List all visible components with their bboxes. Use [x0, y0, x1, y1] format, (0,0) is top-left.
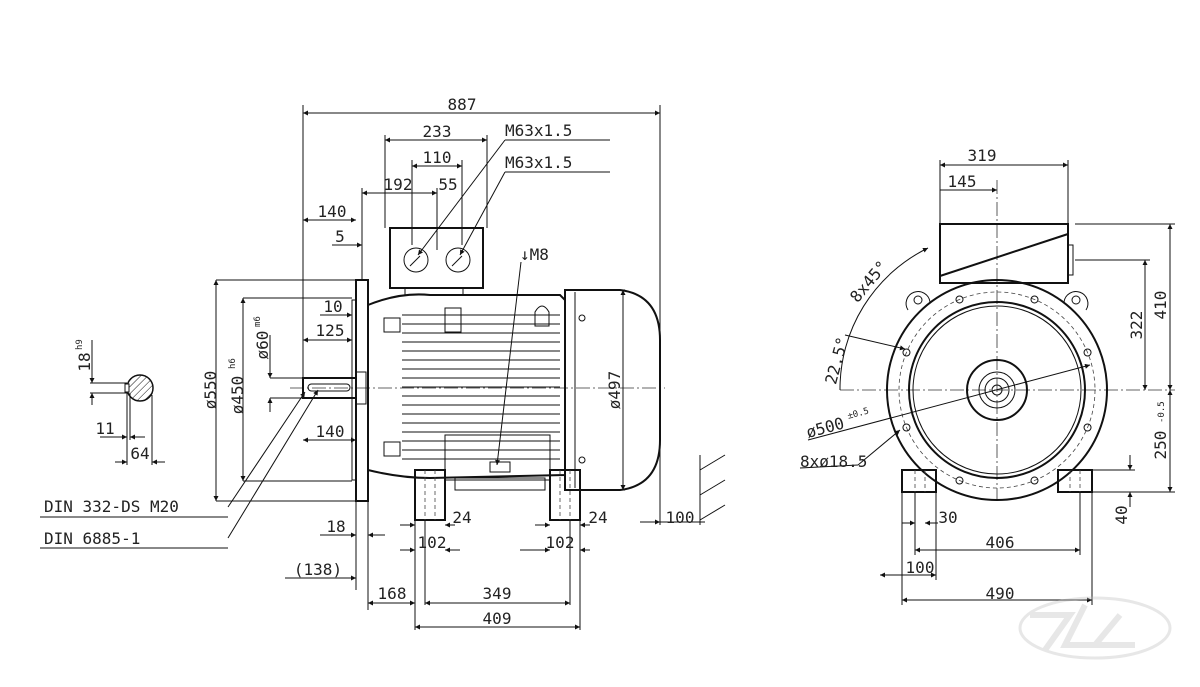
dim-shaft-height: 250 — [1151, 431, 1170, 460]
dim-foot-hole-left: 102 — [418, 533, 447, 552]
watermark-logo — [1018, 596, 1172, 660]
flange-bolt-hole — [1083, 348, 1092, 357]
dim-spigot: 10 — [323, 297, 342, 316]
dim-foot-hole-right: 102 — [546, 533, 575, 552]
end-view: 319 145 322 410 250 -0.5 40 30 406 100 49… — [799, 146, 1175, 605]
dim-overall-length: 887 — [448, 95, 477, 114]
dim-tb-center-offset: 145 — [948, 172, 977, 191]
dim-foot-total: 490 — [986, 584, 1015, 603]
dim-flange-to-tb: 140 — [318, 202, 347, 221]
shaft-height-tolerance: -0.5 — [1157, 401, 1167, 423]
flange-bolt-hole — [1083, 423, 1092, 432]
dim-spigot-d: ø450 — [228, 376, 247, 415]
dim-foot-length: 409 — [483, 609, 512, 628]
dim-tb-offset: 192 — [384, 175, 413, 194]
dim-holes: 8xø18.5 — [800, 452, 867, 471]
dim-foot-hole-distance: 349 — [483, 584, 512, 603]
dim-flange-thickness: 18 — [326, 517, 345, 536]
angle-hole-offset: 22.5° — [821, 335, 852, 386]
dim-foot-hole-spacing: 406 — [986, 533, 1015, 552]
dim-flange-to-foot: 168 — [378, 584, 407, 603]
flange-bolt-hole — [902, 423, 911, 432]
dim-foot-width-right: 24 — [588, 508, 607, 527]
dim-shaft-key-height: 64 — [130, 444, 149, 463]
dim-gland-spacing: 110 — [423, 148, 452, 167]
side-view: 887 233 M63x1.5 110 M63x1.5 192 55 140 5… — [40, 95, 726, 630]
dim-shaft-d: ø60 — [253, 331, 272, 360]
note-center-hole: DIN 332-DS M20 — [44, 497, 179, 516]
dim-shaft-to-foot: (138) — [294, 560, 342, 579]
note-key: DIN 6885-1 — [44, 529, 140, 548]
dim-fan-cover-d: ø497 — [605, 371, 624, 410]
dim-shaft-height-ref: 100 — [666, 508, 695, 527]
dim-foot-edge: 100 — [906, 558, 935, 577]
dim-key-length: 125 — [316, 321, 345, 340]
dim-end-tb-width: 319 — [968, 146, 997, 165]
shaft-section: 18 h9 11 64 — [75, 339, 165, 465]
key-tolerance: h9 — [75, 339, 85, 350]
dim-key-width: 18 — [75, 352, 94, 371]
spigot-tolerance: h6 — [228, 358, 238, 369]
dim-key-depth: 11 — [95, 419, 114, 438]
dim-foot-slot: 30 — [938, 508, 957, 527]
dim-foot-width-left: 24 — [452, 508, 471, 527]
end-flange — [886, 279, 1108, 501]
dim-shaft-length: 140 — [316, 422, 345, 441]
flange-bolt-hole — [955, 476, 964, 485]
end-terminal-box — [939, 223, 1069, 284]
dim-flange-od: ø550 — [201, 371, 220, 410]
flange-bolt-hole — [1030, 295, 1039, 304]
dim-bolt-circle: ø500 — [804, 414, 846, 442]
gland-label-2: M63x1.5 — [505, 153, 572, 172]
flange-bolt-hole — [955, 295, 964, 304]
gland-label-1: M63x1.5 — [505, 121, 572, 140]
dim-tb-width: 233 — [423, 122, 452, 141]
dim-tb-gap: 5 — [335, 227, 345, 246]
earth-label: ↓M8 — [520, 245, 549, 264]
shaft-tolerance: m6 — [253, 316, 263, 327]
dim-foot-height: 40 — [1112, 505, 1131, 524]
bolt-circle-tolerance: ±0.5 — [847, 407, 871, 422]
dim-gland-pitch: 55 — [438, 175, 457, 194]
flange-bolt-hole — [902, 348, 911, 357]
dim-total-height-from-axis: 410 — [1151, 291, 1170, 320]
flange-bolt-hole — [1030, 476, 1039, 485]
dim-tb-height-from-axis: 322 — [1127, 311, 1146, 340]
